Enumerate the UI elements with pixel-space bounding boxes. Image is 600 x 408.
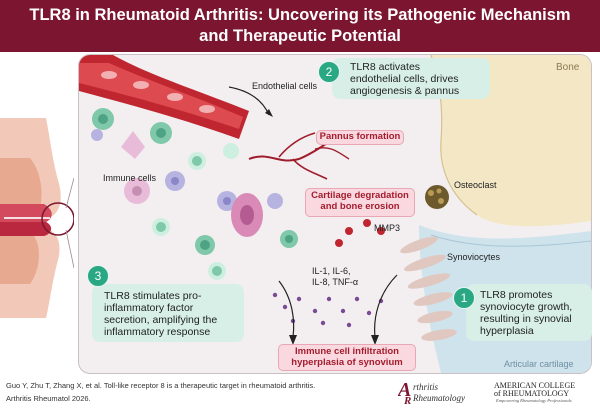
acr-logo-tagline: Empowering Rheumatology Professionals (496, 398, 572, 403)
step-2-number-badge: 2 (318, 61, 340, 83)
step-1-number-badge: 1 (453, 287, 475, 309)
acr-logo-line2: of RHEUMATOLOGY (494, 389, 570, 398)
cartilage-degradation-line1: Cartilage degradation (311, 190, 409, 201)
synoviocytes-label: Synoviocytes (447, 252, 501, 262)
pannus-formation-text: Pannus formation (319, 131, 401, 142)
page-title-line2: and Therapeutic Potential (199, 27, 401, 45)
cytokines-label-line1: IL-1, IL-6, (312, 266, 351, 276)
articular-cartilage-label: Articular cartilage (504, 359, 574, 369)
step-2-box: TLR8 activates endothelial cells, drives… (332, 58, 490, 99)
citation-line2: Arthritis Rheumatol 2026. (6, 394, 91, 403)
immune-infiltration-callout: Immune cell infiltration hyperplasia of … (278, 344, 416, 371)
svg-text:A: A (398, 379, 411, 401)
step-1-box: TLR8 promotes synoviocyte growth, result… (466, 284, 592, 341)
step-3-line4: inflammatory response (104, 326, 211, 338)
immune-infiltration-line2: hyperplasia of synovium (291, 357, 403, 368)
svg-text:R: R (403, 395, 411, 405)
step-2-line3: angiogenesis & pannus (350, 85, 460, 97)
pannus-formation-callout: Pannus formation (316, 130, 404, 145)
step-1-line2: synoviocyte growth, (480, 301, 573, 313)
knee-joint-illustration (0, 118, 74, 318)
immune-cells-label: Immune cells (103, 173, 157, 183)
acr-logo-line1: AMERICAN COLLEGE (494, 381, 576, 390)
step-3-line3: secretion, amplifying the (104, 314, 218, 326)
mmp3-label: MMP3 (374, 223, 401, 233)
step-3-line1: TLR8 stimulates pro- (104, 290, 202, 302)
osteoclast-label: Osteoclast (454, 180, 497, 190)
title-bar: TLR8 in Rheumatoid Arthritis: Uncovering… (0, 0, 600, 52)
journal-logo-top-text: rthritis (413, 382, 439, 392)
step-3-line2: inflammatory factor (104, 302, 194, 314)
journal-logo-bottom-text: Rheumatology (413, 393, 465, 403)
step-3-box: TLR8 stimulates pro- inflammatory factor… (92, 284, 244, 342)
immune-infiltration-line1: Immune cell infiltration (295, 346, 399, 357)
page-title-line1: TLR8 in Rheumatoid Arthritis: Uncovering… (29, 6, 571, 24)
arthritis-rheumatology-logo: A R rthritis Rheumatology (398, 379, 486, 405)
cytokines-label-line2: IL-8, TNF-α (312, 277, 359, 287)
bone-label: Bone (556, 62, 580, 73)
step-1-line1: TLR8 promotes (480, 289, 553, 301)
cartilage-degradation-callout: Cartilage degradation and bone erosion (305, 188, 415, 217)
citation-line1: Guo Y, Zhu T, Zhang X, et al. Toll-like … (6, 381, 316, 390)
step-1-line4: hyperplasia (480, 325, 534, 337)
journal-logo-mark: A R (398, 379, 411, 405)
step-2-line1: TLR8 activates (350, 61, 421, 73)
acr-logo: AMERICAN COLLEGE of RHEUMATOLOGY Empower… (494, 381, 598, 405)
step-1-line3: resulting in synovial (480, 313, 572, 325)
step-3-number-badge: 3 (87, 265, 109, 287)
cartilage-degradation-line2: and bone erosion (320, 201, 400, 212)
step-2-line2: endothelial cells, drives (350, 73, 459, 85)
endothelial-cells-label: Endothelial cells (252, 81, 318, 91)
